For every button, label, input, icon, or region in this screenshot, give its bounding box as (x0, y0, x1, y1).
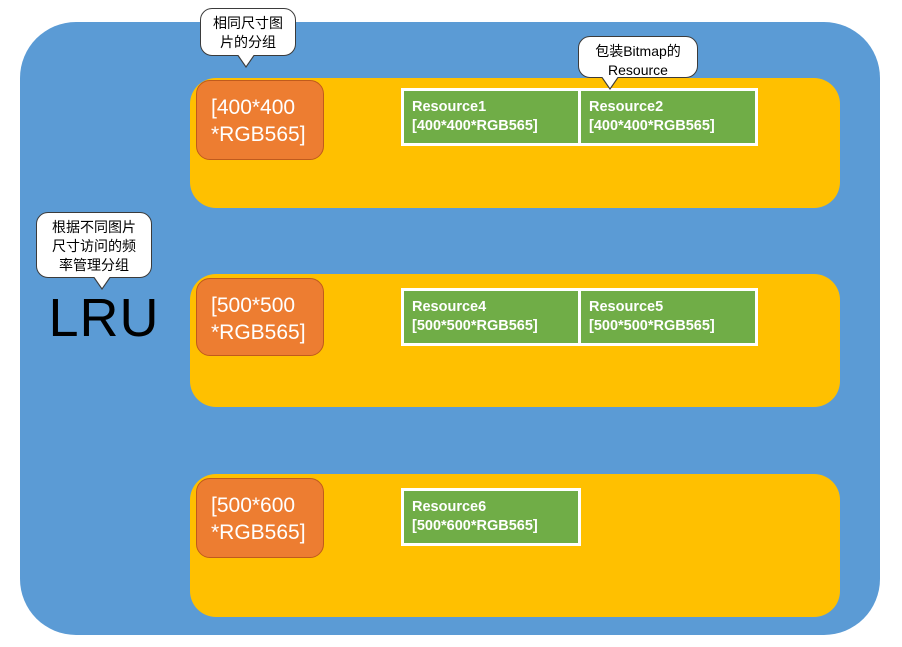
size-key-line-1: [500*600 (211, 494, 296, 517)
resource-strip: Resource1 [400*400*RGB565] Resource2 [40… (401, 88, 758, 146)
lru-title: LRU (48, 288, 160, 348)
callout-bitmap-resource: 包装Bitmap的 Resource (578, 36, 698, 90)
resource-card: Resource4 [500*500*RGB565] (404, 291, 578, 343)
size-key-box: [500*600 *RGB565] (196, 478, 324, 558)
resource-strip: Resource4 [500*500*RGB565] Resource5 [50… (401, 288, 758, 346)
resource-strip: Resource6 [500*600*RGB565] (401, 488, 581, 546)
resource-card: Resource1 [400*400*RGB565] (404, 91, 578, 143)
callout-line-2: Resource (608, 62, 668, 78)
size-key-line-1: [500*500 (211, 294, 296, 317)
callout-lru-description: 根据不同图片 尺寸访问的频 率管理分组 (36, 212, 152, 290)
resource-spec: [500*600*RGB565] (412, 518, 538, 534)
callout-tail-fill-icon (93, 275, 111, 288)
callout-line-2: 片的分组 (220, 34, 276, 50)
resource-card: Resource6 [500*600*RGB565] (404, 491, 578, 543)
resource-spec: [400*400*RGB565] (412, 118, 538, 134)
size-key-box: [500*500 *RGB565] (196, 278, 324, 356)
callout-line-1: 相同尺寸图 (213, 15, 283, 31)
resource-spec: [500*500*RGB565] (589, 318, 715, 334)
callout-tail-fill-icon (601, 75, 619, 88)
resource-name: Resource1 (412, 99, 487, 115)
callout-same-size-group: 相同尺寸图 片的分组 (200, 8, 296, 68)
resource-card: Resource2 [400*400*RGB565] (581, 91, 755, 143)
resource-name: Resource2 (589, 99, 664, 115)
size-key-line-2: *RGB565] (211, 123, 306, 146)
size-key-line-2: *RGB565] (211, 521, 306, 544)
resource-card: Resource5 [500*500*RGB565] (581, 291, 755, 343)
resource-name: Resource5 (589, 299, 664, 315)
callout-line-3: 率管理分组 (59, 257, 129, 273)
resource-name: Resource6 (412, 499, 487, 515)
resource-spec: [400*400*RGB565] (589, 118, 715, 134)
size-key-box: [400*400 *RGB565] (196, 80, 324, 160)
callout-line-2: 尺寸访问的频 (52, 238, 136, 254)
size-key-line-1: [400*400 (211, 96, 296, 119)
callout-line-1: 根据不同图片 (52, 219, 136, 235)
resource-name: Resource4 (412, 299, 487, 315)
callout-tail-fill-icon (237, 53, 255, 66)
callout-line-1: 包装Bitmap的 (595, 43, 681, 59)
resource-spec: [500*500*RGB565] (412, 318, 538, 334)
size-key-line-2: *RGB565] (211, 321, 306, 344)
